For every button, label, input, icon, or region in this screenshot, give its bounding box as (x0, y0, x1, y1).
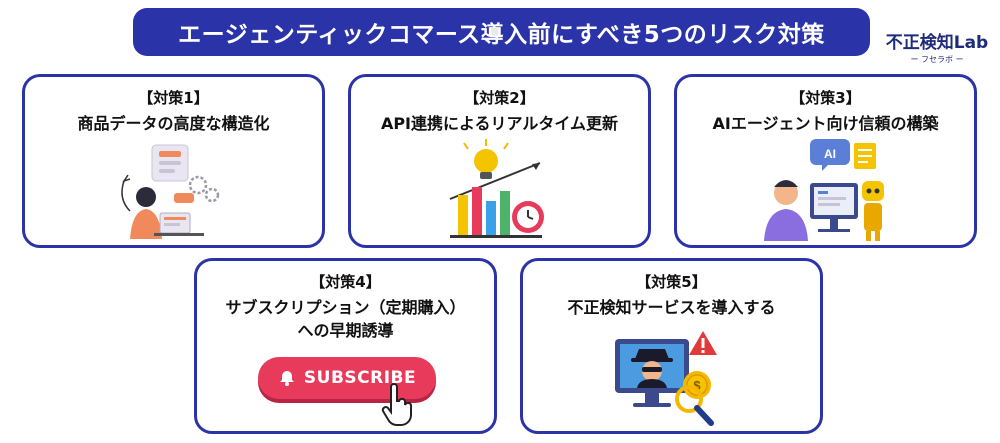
measure-card-5: 【対策5】 不正検知サービスを導入する $ (520, 258, 823, 434)
card-title: 不正検知サービスを導入する (567, 298, 776, 317)
card-label: 【対策4】 (310, 273, 381, 291)
card-label: 【対策3】 (790, 89, 861, 107)
subscribe-button-label: SUBSCRIBE (303, 368, 417, 388)
card-label: 【対策2】 (464, 89, 535, 107)
bell-icon (279, 371, 294, 386)
card-title-line-2: への早期誘導 (297, 321, 394, 340)
data-structuring-illustration (120, 144, 219, 239)
fraud-detection-illustration: $ (614, 331, 717, 426)
page-title: エージェンティックコマース導入前にすべき5つのリスク対策 (178, 22, 825, 48)
measure-card-3: 【対策3】 AIエージェント向け信頼の構築 AI (674, 74, 977, 248)
title-banner: エージェンティックコマース導入前にすべき5つのリスク対策 (133, 8, 870, 56)
svg-text:$: $ (693, 378, 701, 393)
card-title: AIエージェント向け信頼の構築 (712, 114, 939, 133)
measure-card-1: 【対策1】 商品データの高度な構造化 (22, 74, 325, 248)
ai-agent-trust-illustration: AI (763, 139, 884, 241)
card-title: API連携によるリアルタイム更新 (380, 114, 619, 133)
card-label: 【対策1】 (138, 89, 209, 107)
subscribe-button[interactable]: SUBSCRIBE (258, 357, 436, 399)
measure-card-2: 【対策2】 API連携によるリアルタイム更新 (348, 74, 651, 248)
card-title: 商品データの高度な構造化 (77, 114, 270, 133)
brand-logo: 不正検知Lab ー フセラボ ー (878, 28, 996, 65)
hand-cursor-icon (381, 383, 413, 426)
logo-sub-text: ー フセラボ ー (910, 55, 964, 64)
logo-main-text: 不正検知Lab (885, 33, 989, 53)
card-label: 【対策5】 (636, 273, 707, 291)
ai-badge-text: AI (824, 147, 836, 161)
card-title: サブスクリプション（定期購入） への早期誘導 (197, 296, 494, 342)
realtime-update-illustration (449, 139, 544, 238)
card-title-line-1: サブスクリプション（定期購入） (225, 298, 466, 317)
measure-card-4: 【対策4】 サブスクリプション（定期購入） への早期誘導 SUBSCRIBE (194, 258, 497, 434)
